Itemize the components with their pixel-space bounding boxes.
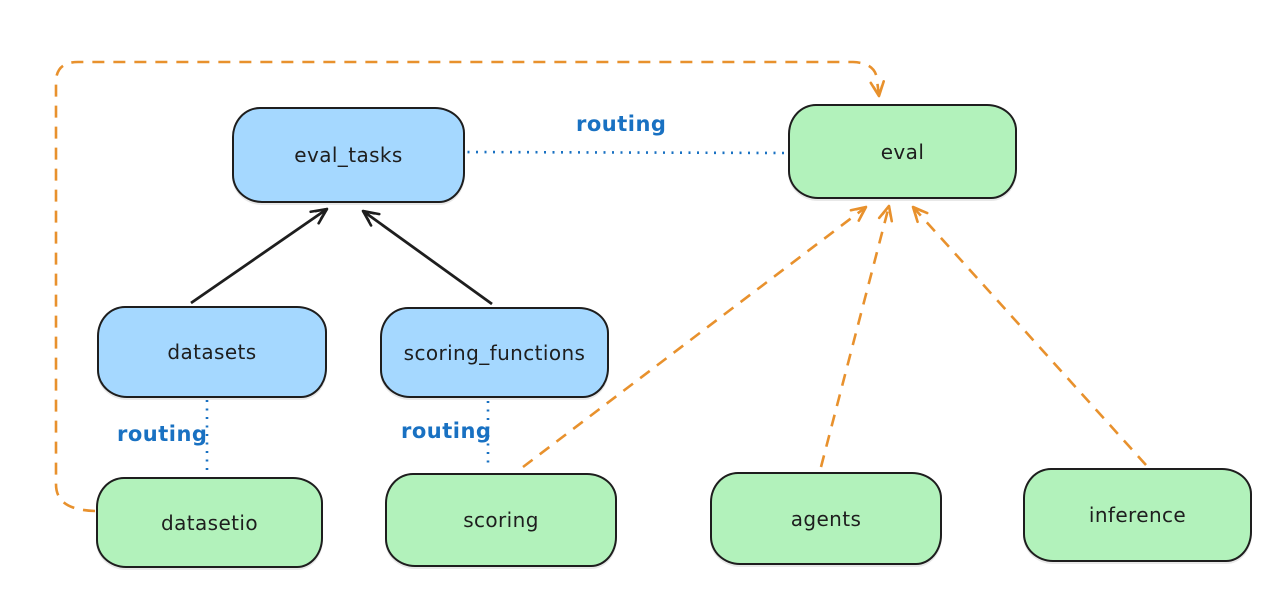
node-inference-label: inference — [1088, 503, 1187, 527]
node-agents-label: agents — [790, 506, 862, 531]
node-datasetio-label: datasetio — [160, 510, 258, 535]
node-eval-tasks-label: eval_tasks — [294, 143, 403, 167]
node-scoring-label: scoring — [463, 508, 539, 532]
node-eval-tasks: eval_tasks — [232, 107, 465, 203]
node-datasetio: datasetio — [96, 477, 323, 568]
edge-label-routing-scoring-functions-scoring: routing — [401, 419, 492, 443]
edge-inference-to-eval — [911, 205, 1147, 466]
edge-scoring-functions-to-eval-tasks — [361, 209, 493, 306]
node-eval-label: eval — [880, 139, 925, 164]
node-scoring: scoring — [385, 473, 617, 567]
edge-label-routing-datasets-datasetio: routing — [117, 422, 208, 446]
edge-datasets-to-eval-tasks — [190, 207, 329, 305]
node-eval: eval — [788, 104, 1017, 199]
edge-agents-to-eval — [819, 204, 894, 468]
edge-label-routing-eval-tasks-eval: routing — [576, 112, 667, 136]
edge-eval-tasks-to-eval-routing — [458, 150, 786, 155]
node-datasets-label: datasets — [167, 340, 257, 364]
node-inference: inference — [1023, 468, 1252, 562]
node-scoring-functions: scoring_functions — [380, 307, 609, 398]
node-agents: agents — [710, 472, 942, 565]
node-datasets: datasets — [97, 306, 327, 398]
node-scoring-functions-label: scoring_functions — [403, 340, 586, 365]
